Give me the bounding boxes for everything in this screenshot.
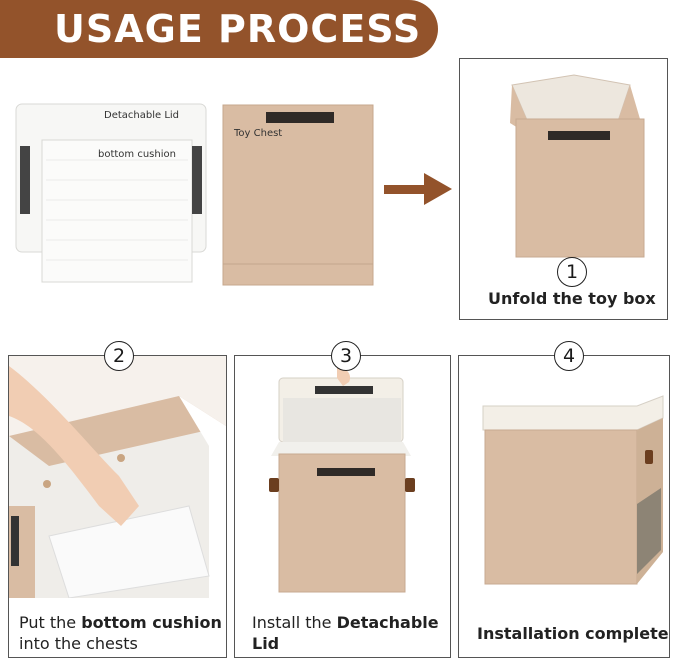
lid-and-cushion-illustration: [15, 103, 207, 283]
step-4-panel: Installation complete: [458, 355, 670, 658]
arrow-right-icon: [384, 173, 452, 205]
step-4-label: Installation complete: [477, 624, 669, 643]
step-3-number: 3: [331, 341, 361, 371]
lid-installation-illustration: [269, 368, 415, 593]
step-1-panel: 1 Unfold the toy box: [459, 58, 668, 320]
toy-chest-flat-illustration: [222, 104, 374, 286]
title-banner: USAGE PROCESS: [0, 0, 438, 58]
step-1-number: 1: [557, 257, 587, 287]
step-2-number: 2: [104, 341, 134, 371]
toy-chest-label: Toy Chest: [234, 128, 283, 139]
unfolded-box-illustration: [510, 74, 645, 258]
cushion-insertion-illustration: [9, 356, 226, 598]
completed-box-illustration: [482, 395, 664, 585]
detachable-lid-label: Detachable Lid: [104, 110, 180, 121]
page-title: USAGE PROCESS: [54, 7, 422, 51]
step-4-number: 4: [554, 341, 584, 371]
step-1-label: Unfold the toy box: [488, 289, 656, 308]
bottom-cushion-label: bottom cushion: [98, 149, 176, 160]
